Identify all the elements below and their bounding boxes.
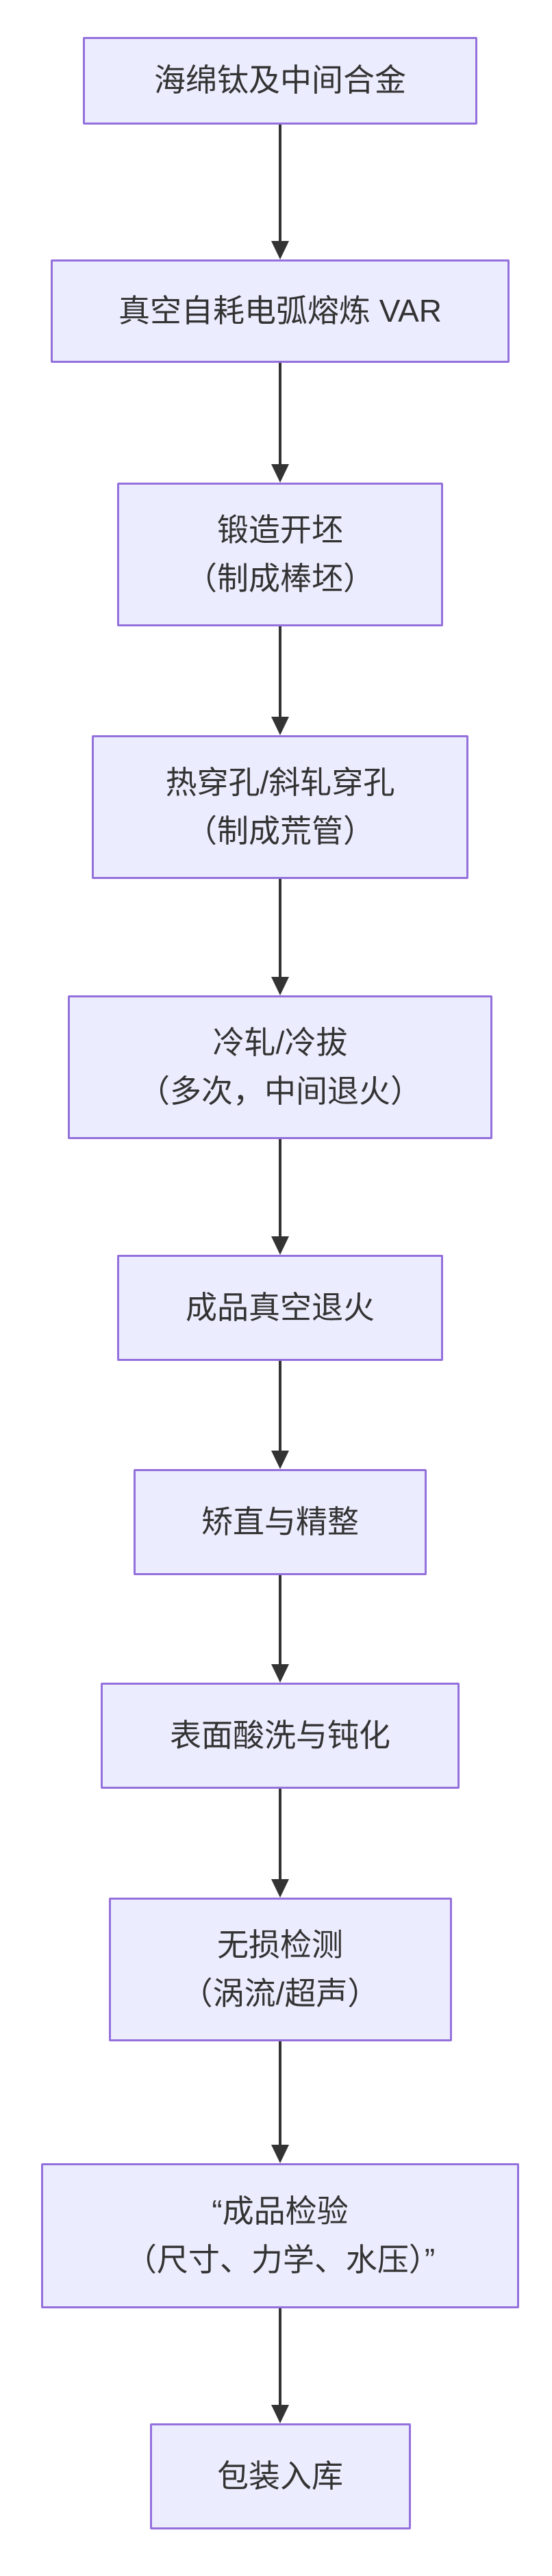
edge-line-n10-n11 xyxy=(279,2308,281,2406)
flowchart-node-n11: 包装入库 xyxy=(149,2423,411,2529)
node-label-line: （多次，中间退火） xyxy=(138,1073,422,1109)
flowchart-node-n2: 真空自耗电弧熔炼 VAR xyxy=(51,259,510,363)
flowchart-node-n1: 海绵钛及中间合金 xyxy=(83,37,477,125)
flowchart-node-n9: 无损检测 （涡流/超声） xyxy=(108,1898,452,2041)
node-label-line: 热穿孔/斜轧穿孔 xyxy=(165,764,395,800)
arrowhead-icon xyxy=(271,1879,289,1898)
node-label-line: 真空自耗电弧熔炼 VAR xyxy=(118,292,442,329)
arrowhead-icon xyxy=(271,1451,289,1469)
edge-line-n8-n9 xyxy=(279,1789,281,1880)
node-label-line: 成品真空退火 xyxy=(186,1289,375,1325)
flowchart-node-n6: 成品真空退火 xyxy=(117,1255,443,1361)
arrowhead-icon xyxy=(271,464,289,483)
edge-line-n9-n10 xyxy=(279,2041,281,2146)
arrowhead-icon xyxy=(271,1236,289,1255)
edge-line-n1-n2 xyxy=(279,125,281,242)
node-label-line: 锻造开坯 xyxy=(217,511,343,548)
flowchart-node-n8: 表面酸洗与钝化 xyxy=(101,1683,460,1789)
edge-line-n3-n4 xyxy=(279,626,281,718)
node-label-line: （涡流/超声） xyxy=(181,1976,379,2011)
node-label-line: 冷轧/冷拔 xyxy=(212,1024,348,1060)
node-label-line: 矫直与精整 xyxy=(201,1503,359,1540)
edge-line-n4-n5 xyxy=(279,879,281,978)
arrowhead-icon xyxy=(271,717,289,735)
flowchart-node-n7: 矫直与精整 xyxy=(134,1469,427,1575)
arrowhead-icon xyxy=(271,1664,289,1683)
arrowhead-icon xyxy=(271,2405,289,2423)
edge-line-n5-n6 xyxy=(279,1139,281,1238)
flowchart-node-n5: 冷轧/冷拔 （多次，中间退火） xyxy=(68,995,492,1139)
node-label-line: 表面酸洗与钝化 xyxy=(170,1717,390,1753)
node-label-line: 海绵钛及中间合金 xyxy=(154,62,406,99)
edge-line-n2-n3 xyxy=(279,363,281,466)
flowchart-node-n10: “成品检验 （尺寸、力学、水压）” xyxy=(41,2163,519,2308)
edge-line-n6-n7 xyxy=(279,1361,281,1452)
node-label-line: 包装入库 xyxy=(217,2458,343,2494)
node-label-line: （尺寸、力学、水压）” xyxy=(125,2242,436,2278)
node-label-line: （制成荒管） xyxy=(186,813,375,849)
arrowhead-icon xyxy=(271,2145,289,2163)
flowchart-node-n4: 热穿孔/斜轧穿孔 （制成荒管） xyxy=(92,735,468,879)
flowchart-node-n3: 锻造开坯 （制成棒坯） xyxy=(117,483,443,626)
arrowhead-icon xyxy=(271,977,289,995)
node-label-line: （制成棒坯） xyxy=(186,561,375,596)
edge-line-n7-n8 xyxy=(279,1575,281,1666)
node-label-line: 无损检测 xyxy=(217,1926,343,1963)
arrowhead-icon xyxy=(271,241,289,259)
node-label-line: “成品检验 xyxy=(212,2193,349,2229)
